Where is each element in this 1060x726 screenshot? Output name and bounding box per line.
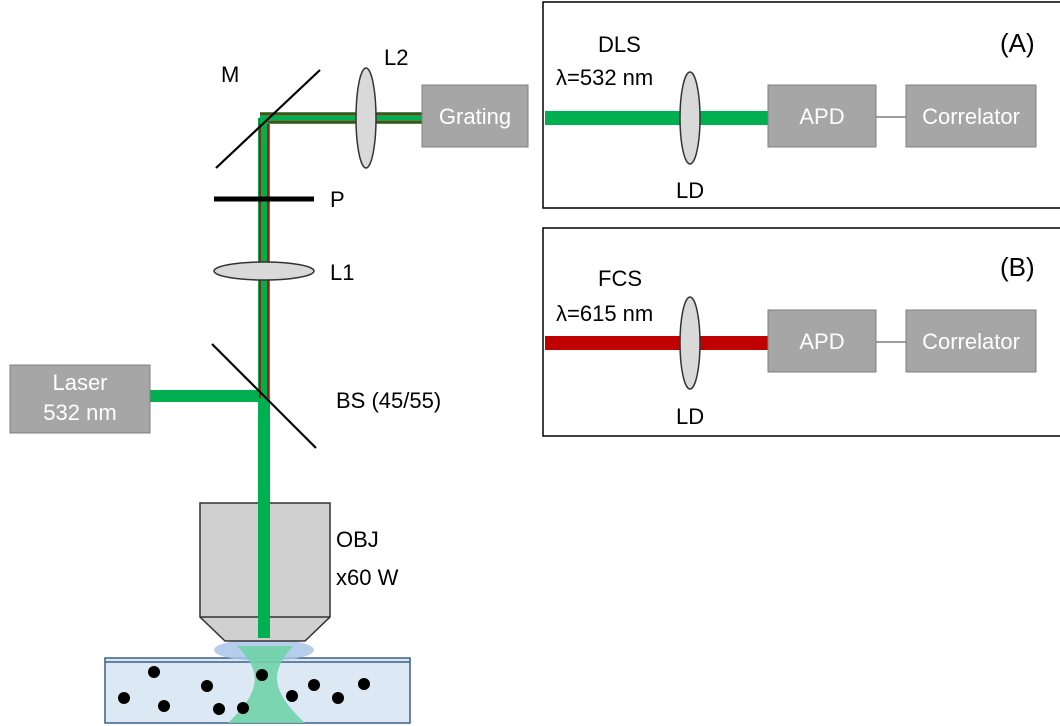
panel-b-method: FCS (598, 266, 642, 291)
beamsplitter-label: BS (45/55) (336, 388, 441, 413)
panel-a-lens-ld (679, 71, 701, 165)
panel-b-frame (542, 227, 1060, 437)
panel-a-method: DLS (598, 32, 641, 57)
particle (158, 700, 170, 712)
panel-b-correlator-label: Correlator (922, 329, 1020, 354)
panel-a-apd-box (767, 84, 877, 148)
objective-label-line1: OBJ (336, 527, 379, 552)
polarizer-label: P (330, 187, 345, 212)
particle (237, 702, 249, 714)
particle (118, 692, 130, 704)
panel-a-tag: (A) (1000, 28, 1035, 58)
panel-b-apd-label: APD (799, 329, 844, 354)
particle (213, 703, 225, 715)
mirror-label: M (221, 62, 239, 87)
lens-l2 (355, 67, 377, 169)
panel-a-correlator-box (905, 84, 1037, 148)
particle (201, 680, 213, 692)
lens1-label: L1 (330, 260, 354, 285)
particle (148, 666, 160, 678)
laser-box (9, 364, 151, 434)
mirror (215, 69, 321, 169)
panel-b-apd-box (767, 309, 877, 373)
panel-b-wavelength: λ=615 nm (556, 301, 653, 326)
laser-label-line2: 532 nm (43, 400, 116, 425)
lens-l1 (213, 261, 315, 281)
panel-a-lens-label: LD (676, 178, 704, 203)
panel-a-frame (542, 1, 1060, 209)
particle (332, 692, 344, 704)
panel-a-apd-label: APD (799, 104, 844, 129)
panel-a-wavelength: λ=532 nm (556, 65, 653, 90)
panel-a-correlator-label: Correlator (922, 104, 1020, 129)
particle (358, 678, 370, 690)
particle (256, 669, 268, 681)
objective-label-line2: x60 W (336, 565, 399, 590)
panel-b-lens-ld (679, 296, 701, 390)
focus-beam-shape (228, 646, 305, 723)
particle (286, 690, 298, 702)
lens2-label: L2 (384, 45, 408, 70)
beamsplitter (211, 343, 317, 449)
grating-label: Grating (439, 104, 511, 129)
particle (308, 679, 320, 691)
panel-b-lens-label: LD (676, 404, 704, 429)
particles (118, 666, 370, 715)
laser-label-line1: Laser (52, 370, 107, 395)
grating-box (421, 84, 529, 148)
panel-b-correlator-box (905, 309, 1037, 373)
panel-b-tag: (B) (1000, 252, 1035, 282)
